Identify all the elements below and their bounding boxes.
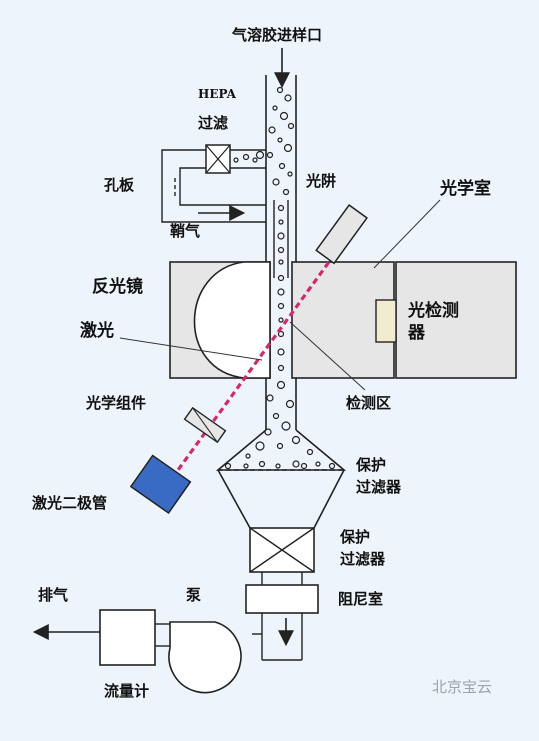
damper-chamber [245,584,319,614]
label-protect2-2: 过滤器 [340,550,386,568]
label-exhaust: 排气 [38,586,68,604]
label-orifice: 孔板 [104,176,135,194]
label-damper: 阻尼室 [338,590,383,608]
watermark: 北京宝云 [432,678,492,696]
label-protect1-1: 保护 [355,456,386,474]
label-inlet: 气溶胶进样口 [231,26,322,44]
detector-box [395,261,517,379]
label-flowmeter: 流量计 [104,682,149,700]
label-detection-zone: 检测区 [346,394,391,412]
label-detector-2: 器 [407,323,426,343]
protective-funnel [215,429,347,471]
label-filter-top: 过滤 [198,114,228,132]
label-hepa: HEPA [198,87,237,101]
label-funnel: 光阱 [305,172,336,190]
light-trap-tube [315,203,368,265]
flow-meter [99,609,156,666]
label-protect2-1: 保护 [339,528,370,546]
label-detector-1: 光检测 [407,300,459,321]
detector-window [375,299,397,343]
aerosol-particles [224,86,336,470]
label-pump: 泵 [186,586,201,604]
label-optical-chamber: 光学室 [439,178,491,199]
laser-diode [129,454,192,515]
label-optics: 光学组件 [85,394,146,412]
label-reflector: 反光镜 [92,276,143,297]
pump [168,621,242,694]
label-sheath: 鞘气 [170,222,200,240]
label-laser-diode: 激光二极管 [32,494,107,512]
label-protect1-2: 过滤器 [356,478,402,496]
label-laser: 激光 [80,320,114,341]
